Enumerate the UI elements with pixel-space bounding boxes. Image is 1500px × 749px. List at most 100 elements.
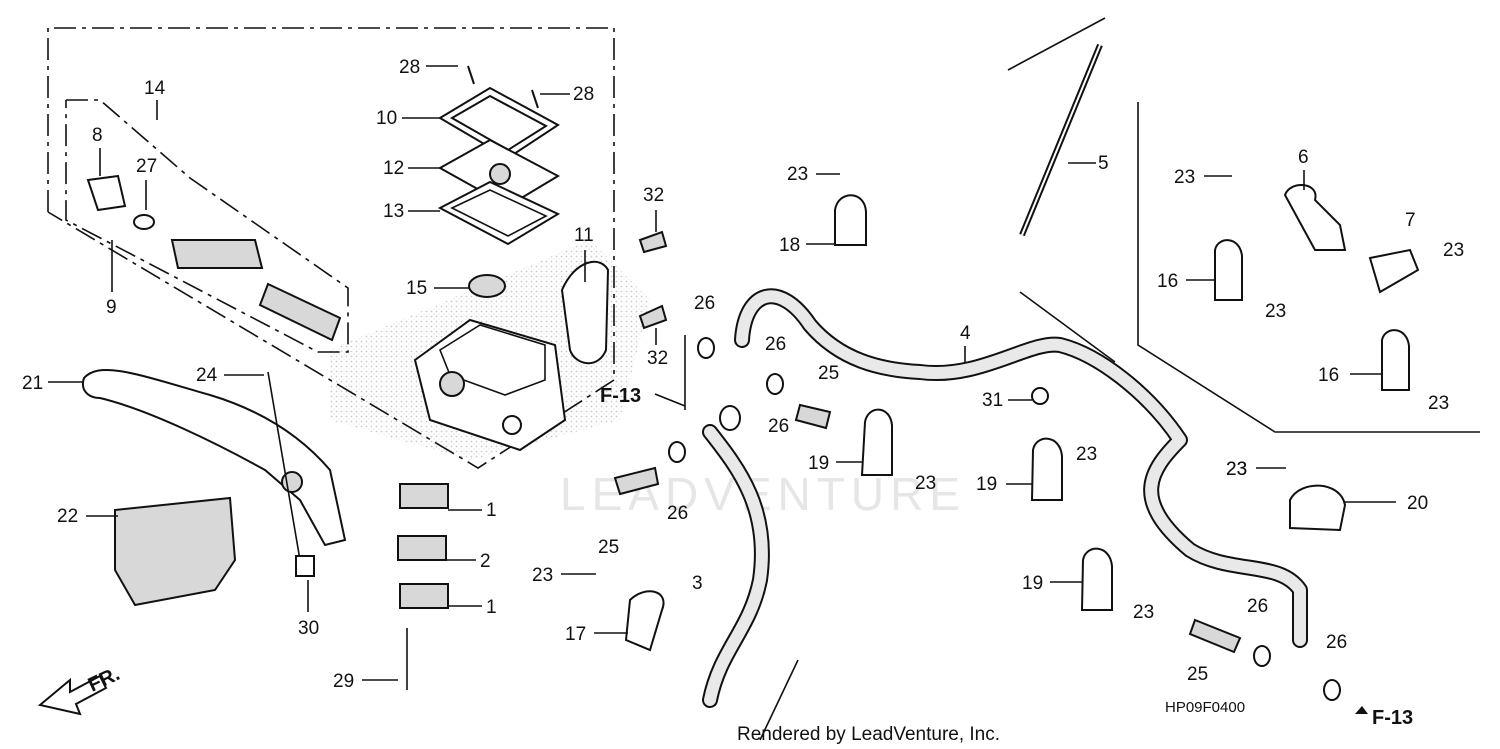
callout: 28: [399, 57, 420, 78]
callout: 7: [1405, 210, 1416, 231]
callout: 26: [1247, 596, 1268, 617]
callout: 25: [818, 363, 839, 384]
callout: 23: [1133, 602, 1154, 623]
callout: 9: [106, 297, 117, 318]
clamp: [624, 590, 665, 652]
screw: [467, 65, 475, 85]
drawing-code: HP09F0400: [1165, 699, 1245, 716]
callout: 23: [787, 164, 808, 185]
callout: 19: [1022, 573, 1043, 594]
callout: 20: [1407, 493, 1428, 514]
callout: 23: [1174, 167, 1195, 188]
callout: 23: [915, 473, 936, 494]
piston: [170, 239, 264, 269]
callout: 23: [1265, 301, 1286, 322]
ref-label: F-13: [1372, 707, 1413, 729]
bolt: [638, 230, 668, 254]
callout: 23: [532, 565, 553, 586]
master-cylinder-group: [47, 27, 668, 469]
master-cylinder-body: [413, 318, 567, 452]
callout: 30: [298, 618, 319, 639]
bolt: [638, 304, 668, 330]
washer: [1323, 679, 1341, 701]
callout: 23: [1226, 459, 1247, 480]
banjo-bolt: [794, 403, 832, 430]
bolt: [1031, 387, 1049, 405]
callout: 23: [1428, 393, 1449, 414]
callout: 1: [486, 597, 497, 618]
callout: 26: [667, 503, 688, 524]
switch: [399, 483, 449, 509]
callout: 32: [643, 185, 664, 206]
callout: 8: [92, 125, 103, 146]
group-border: [1137, 102, 1480, 433]
spring: [258, 282, 342, 342]
bracket: [1283, 183, 1347, 251]
callout: 25: [1187, 664, 1208, 685]
callout: 24: [196, 365, 218, 386]
callout: 26: [765, 334, 786, 355]
callout: 15: [406, 278, 427, 299]
callout: 16: [1157, 271, 1178, 292]
washer: [697, 337, 715, 359]
seal: [86, 174, 127, 212]
callout: 19: [808, 453, 829, 474]
ref-label: F-13: [600, 385, 641, 407]
callout: 28: [573, 84, 594, 105]
washer: [719, 405, 741, 431]
circlip: [133, 214, 155, 230]
callout: 6: [1298, 147, 1309, 168]
washer: [668, 441, 686, 463]
brake-lever: [82, 368, 347, 547]
clamp: [1289, 484, 1347, 532]
callout: 19: [976, 474, 997, 495]
callout: 4: [960, 323, 971, 344]
callout: 10: [376, 108, 397, 129]
clamp: [1080, 547, 1113, 611]
clamp: [1214, 239, 1243, 301]
leader-lines: [48, 65, 1396, 681]
callout: 5: [1098, 153, 1109, 174]
clamp: [860, 408, 893, 476]
nut: [295, 555, 315, 577]
callout: 23: [1226, 459, 1247, 480]
lever-cover: [114, 496, 237, 607]
callout: 13: [383, 201, 404, 222]
holder: [560, 260, 610, 365]
screw: [531, 89, 539, 109]
callout: 25: [598, 537, 619, 558]
callout: 29: [333, 671, 354, 692]
diaphragm: [437, 180, 561, 246]
callout: 26: [1326, 632, 1347, 653]
callouts: 28 28 10 12 13 14 8 27 9 11 15 32 32 21 …: [22, 57, 1464, 692]
callout: 26: [694, 293, 715, 314]
washer: [766, 373, 784, 395]
switch: [397, 535, 447, 561]
callout: 22: [57, 506, 78, 527]
callout: 18: [779, 235, 800, 256]
clamp: [834, 194, 867, 246]
callout: 2: [480, 551, 491, 572]
callout: 23: [1076, 444, 1097, 465]
callout: 32: [647, 348, 668, 369]
banjo-bolt: [1188, 618, 1242, 654]
front-arrow: [37, 674, 108, 716]
callout: 23: [1443, 240, 1464, 261]
switch: [399, 583, 449, 609]
washer: [1253, 645, 1271, 667]
callout: 17: [565, 624, 586, 645]
callout: 21: [22, 373, 43, 394]
callout: 26: [768, 416, 789, 437]
callout: 11: [574, 225, 594, 246]
clamp: [1030, 437, 1063, 501]
callout: 14: [144, 78, 166, 99]
callout: 27: [136, 156, 157, 177]
bracket: [1368, 248, 1420, 294]
callout: 3: [692, 573, 703, 594]
footer-credit: Rendered by LeadVenture, Inc.: [737, 724, 1000, 745]
boot: [468, 274, 506, 298]
clamp: [1381, 329, 1410, 391]
callout: 31: [982, 390, 1003, 411]
callout: 16: [1318, 365, 1339, 386]
